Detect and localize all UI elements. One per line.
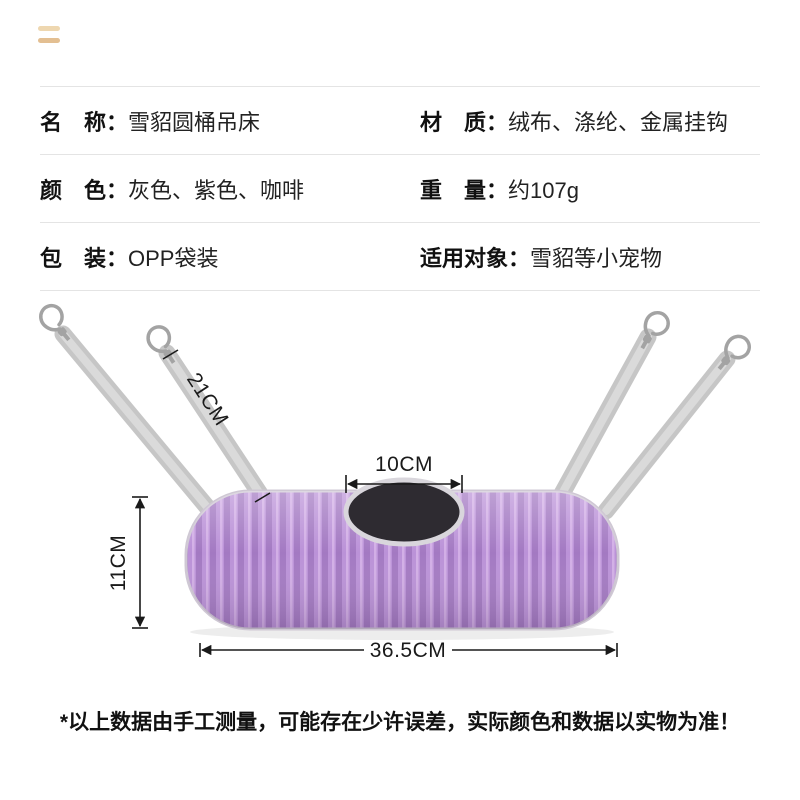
spec-color-label: 颜 色： bbox=[40, 177, 129, 203]
hammock-straps bbox=[54, 325, 736, 522]
dim-body-height-label: 11CM bbox=[107, 535, 130, 591]
spec-name-value: 雪貂圆桶吊床 bbox=[128, 109, 261, 135]
accent-dash-icon bbox=[38, 38, 60, 43]
dim-opening-width-label: 10CM bbox=[375, 453, 433, 476]
spec-row-packaging-target: 包 装：OPP袋装 适用对象：雪貂等小宠物 bbox=[40, 223, 760, 291]
spec-target-label: 适用对象： bbox=[420, 245, 531, 271]
hammock-opening bbox=[343, 477, 465, 547]
spec-table: 名 称：雪貂圆桶吊床 材 质：绒布、涤纶、金属挂钩 颜 色：灰色、紫色、咖啡 重… bbox=[40, 86, 760, 291]
spec-packaging-value: OPP袋装 bbox=[128, 245, 219, 271]
spec-weight-value: 约107g bbox=[508, 177, 579, 203]
spec-name-label: 名 称： bbox=[40, 109, 129, 135]
spec-packaging-label: 包 装： bbox=[40, 245, 129, 271]
spec-row-color-weight: 颜 色：灰色、紫色、咖啡 重 量：约107g bbox=[40, 155, 760, 223]
spec-name-cell: 名 称：雪貂圆桶吊床 bbox=[40, 105, 420, 137]
accent-dash-icon bbox=[38, 26, 60, 31]
spec-target-value: 雪貂等小宠物 bbox=[530, 245, 663, 271]
hammock-body bbox=[184, 477, 620, 640]
spec-row-name-material: 名 称：雪貂圆桶吊床 材 质：绒布、涤纶、金属挂钩 bbox=[40, 86, 760, 155]
spec-color-value: 灰色、紫色、咖啡 bbox=[128, 177, 305, 203]
spec-material-value: 绒布、涤纶、金属挂钩 bbox=[508, 109, 729, 135]
product-illustration: 10CM 21CM 11CM 36.5CM bbox=[34, 299, 756, 662]
spec-target-cell: 适用对象：雪貂等小宠物 bbox=[420, 241, 760, 273]
spec-packaging-cell: 包 装：OPP袋装 bbox=[40, 241, 420, 273]
dim-body-width-label: 36.5CM bbox=[370, 639, 447, 662]
spec-material-label: 材 质： bbox=[420, 109, 509, 135]
spec-weight-cell: 重 量：约107g bbox=[420, 173, 760, 205]
disclaimer-text: *以上数据由手工测量，可能存在少许误差，实际颜色和数据以实物为准！ bbox=[59, 711, 741, 734]
spec-material-cell: 材 质：绒布、涤纶、金属挂钩 bbox=[420, 105, 760, 137]
decorative-dashes bbox=[38, 26, 60, 50]
spec-weight-label: 重 量： bbox=[420, 177, 509, 203]
spec-color-cell: 颜 色：灰色、紫色、咖啡 bbox=[40, 173, 420, 205]
